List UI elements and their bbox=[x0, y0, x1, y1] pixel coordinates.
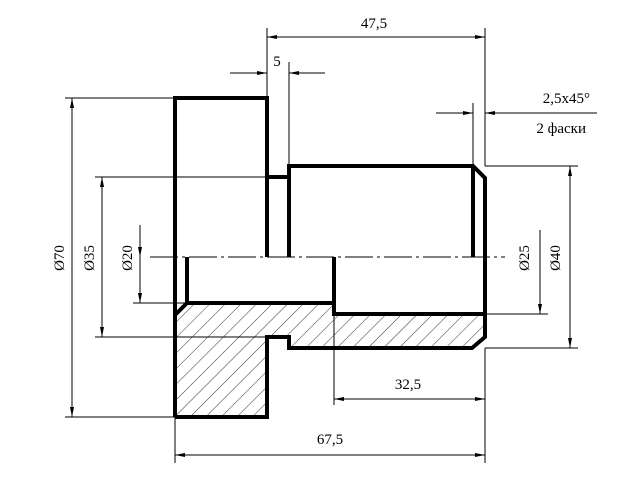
dimension-d25: Ø25 bbox=[485, 230, 548, 315]
svg-text:47,5: 47,5 bbox=[361, 16, 387, 32]
dimension-d20: Ø20 bbox=[120, 225, 187, 304]
dimension-chamfer: 2,5x45° 2 фаски bbox=[436, 91, 597, 166]
svg-text:5: 5 bbox=[273, 54, 281, 70]
svg-text:32,5: 32,5 bbox=[395, 377, 421, 393]
svg-text:Ø40: Ø40 bbox=[548, 245, 564, 271]
svg-text:Ø70: Ø70 bbox=[52, 245, 68, 271]
dimension-d70: Ø70 bbox=[52, 97, 175, 418]
svg-text:2 фаски: 2 фаски bbox=[536, 121, 586, 137]
svg-text:Ø20: Ø20 bbox=[120, 245, 136, 271]
svg-text:2,5x45°: 2,5x45° bbox=[543, 91, 590, 107]
dimension-67-5: 67,5 bbox=[174, 348, 486, 463]
dimension-d40: Ø40 bbox=[485, 165, 578, 349]
dimension-32-5: 32,5 bbox=[333, 314, 485, 405]
svg-text:67,5: 67,5 bbox=[317, 432, 343, 448]
dimension-5: 5 bbox=[230, 54, 325, 166]
dimension-47-5: 47,5 bbox=[266, 16, 486, 166]
dimension-d35: Ø35 bbox=[82, 176, 267, 338]
svg-text:Ø35: Ø35 bbox=[82, 245, 98, 271]
section-hatch bbox=[175, 303, 483, 417]
svg-text:Ø25: Ø25 bbox=[517, 245, 533, 271]
